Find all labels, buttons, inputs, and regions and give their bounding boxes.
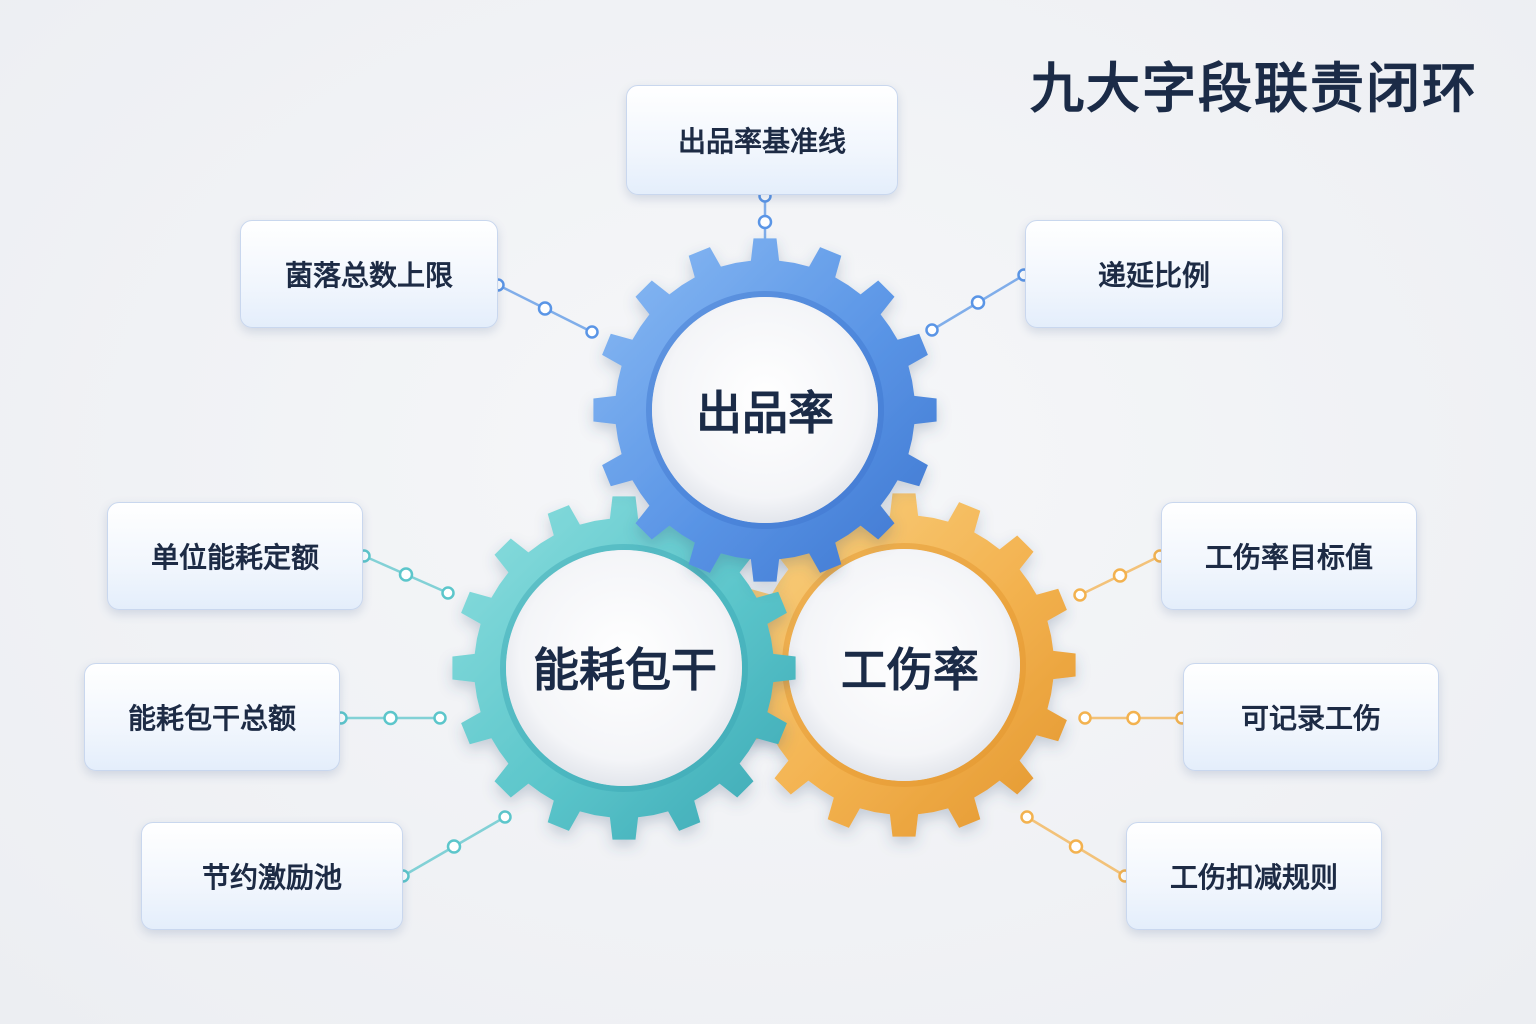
gear-yield-rate <box>593 238 937 582</box>
gear-label-energy-quota: 能耗包干 <box>533 643 717 697</box>
gear-energy-quota <box>452 496 796 840</box>
gear-label-yield-rate: 出品率 <box>696 386 834 440</box>
field-unit-energy-quota: 单位能耗定额 <box>107 502 363 610</box>
connector-recordable-injury-dot <box>1126 710 1141 726</box>
field-saving-incentive-pool: 节约激励池 <box>141 822 403 930</box>
field-injury-rate-target: 工伤率目标值 <box>1161 502 1417 610</box>
connector-injury-deduction-rule-dot <box>1020 810 1034 824</box>
gear-label-injury-rate: 工伤率 <box>841 643 979 697</box>
field-energy-total-quota: 能耗包干总额 <box>84 663 340 771</box>
gear-injury-rate-center <box>788 549 1020 781</box>
connector-energy-total-quota-dot <box>383 710 398 726</box>
connector-deferral-ratio-dot <box>970 295 986 310</box>
field-yield-baseline: 出品率基准线 <box>626 85 898 195</box>
gear-energy-quota-center <box>506 550 742 786</box>
field-injury-deduction-rule: 工伤扣减规则 <box>1126 822 1382 930</box>
field-deferral-ratio: 递延比例 <box>1025 220 1283 328</box>
connector-deferral-ratio-dot <box>925 323 939 337</box>
field-recordable-injury: 可记录工伤 <box>1183 663 1439 771</box>
connector-yield-baseline-dot <box>757 214 773 230</box>
connector-recordable-injury-dot <box>1078 711 1092 725</box>
connector-injury-rate-target-dot <box>1073 588 1087 602</box>
connector-energy-total-quota-dot <box>433 711 447 725</box>
gear-injury-rate <box>732 493 1076 837</box>
field-colony-limit: 菌落总数上限 <box>240 220 498 328</box>
gear-yield-rate-center <box>652 297 878 523</box>
connector-saving-incentive-pool-dot <box>446 839 462 854</box>
connector-colony-limit-dot <box>585 325 599 339</box>
connector-saving-incentive-pool-dot <box>498 810 512 824</box>
connector-unit-energy-quota-dot <box>441 586 455 600</box>
connector-unit-energy-quota-dot <box>398 567 414 582</box>
connector-colony-limit-dot <box>537 301 553 316</box>
connector-injury-rate-target-dot <box>1112 568 1128 583</box>
diagram-title: 九大字段联责闭环 <box>1030 57 1478 120</box>
connector-injury-deduction-rule-dot <box>1068 839 1084 854</box>
gear-yield-rate-inner-edge <box>646 291 884 529</box>
gear-yield-rate-ring <box>593 238 937 582</box>
gear-energy-quota-inner-edge <box>500 544 748 792</box>
